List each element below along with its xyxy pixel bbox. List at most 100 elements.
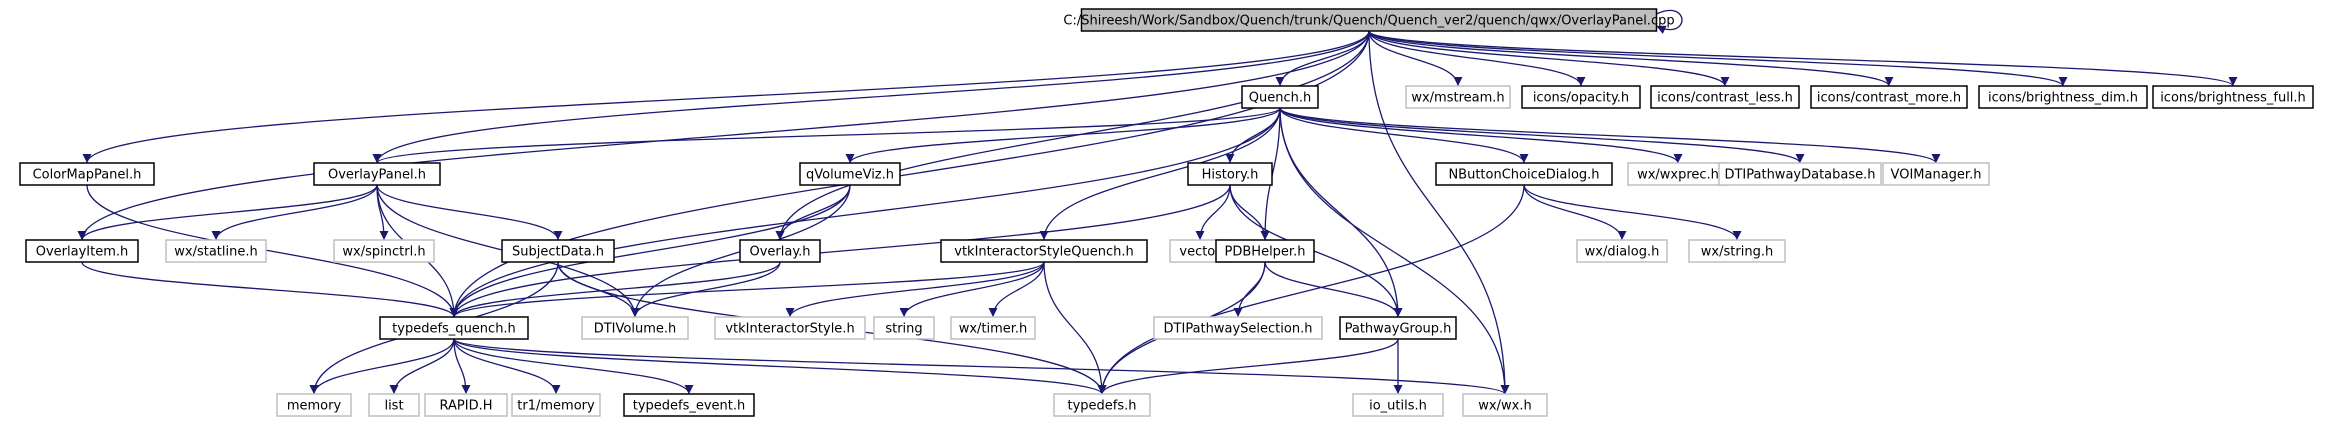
node-box xyxy=(1435,162,1613,186)
edge-vtkstylequench-to-vtkstyle xyxy=(785,261,1045,318)
node-label: Overlay.h xyxy=(749,245,810,260)
node-qvolumeviz[interactable]: qVolumeViz.h xyxy=(799,162,901,186)
node-label: typedefs_quench.h xyxy=(392,322,516,337)
node-subjectdata[interactable]: SubjectData.h xyxy=(501,239,615,263)
edge-root-self-loop xyxy=(1656,9,1683,34)
edge-overlay-to-dtivolume xyxy=(630,261,781,318)
node-box xyxy=(25,239,139,263)
node-box xyxy=(1810,85,1968,109)
node-label: icons/brightness_dim.h xyxy=(1988,91,2138,106)
edge-colormappanel-to-typedefs_quench xyxy=(86,184,459,318)
node-dtipathwaydb: DTIPathwayDatabase.h xyxy=(1718,162,1882,186)
edge-quench-to-history xyxy=(1225,107,1281,164)
node-box xyxy=(1153,316,1323,340)
node-history[interactable]: History.h xyxy=(1187,162,1273,186)
node-contrast-more[interactable]: icons/contrast_more.h xyxy=(1810,85,1968,109)
node-voimanager: VOIManager.h xyxy=(1882,162,1990,186)
node-vtkstylequench[interactable]: vtkInteractorStyleQuench.h xyxy=(940,239,1148,263)
node-brightness-dim[interactable]: icons/brightness_dim.h xyxy=(1978,85,2148,109)
edge-pathwaygroup-to-typedefs xyxy=(1097,338,1399,395)
edge-typedefs_quench-to-rapid xyxy=(453,338,471,395)
edge-qvolumeviz-to-typedefs_quench xyxy=(449,184,851,318)
node-pdbhelper[interactable]: PDBHelper.h xyxy=(1215,239,1315,263)
edge-nbutton-to-dialog xyxy=(1523,184,1627,241)
node-box xyxy=(1718,162,1882,186)
node-box xyxy=(1187,162,1273,186)
node-box xyxy=(1080,8,1658,32)
node-box xyxy=(623,393,755,417)
edge-quench-to-typedefs_quench xyxy=(449,107,1281,318)
node-box xyxy=(424,393,508,417)
node-wxh: wx/wx.h xyxy=(1462,393,1548,417)
node-label: icons/contrast_more.h xyxy=(1817,91,1961,106)
edge-nbutton-to-typedefs xyxy=(1097,184,1525,395)
node-label: vector xyxy=(1179,245,1221,260)
edge-quench-to-qvolumeviz xyxy=(845,107,1281,164)
node-typedefs-quench[interactable]: typedefs_quench.h xyxy=(379,316,529,340)
node-overlay[interactable]: Overlay.h xyxy=(739,239,821,263)
node-box xyxy=(1650,85,1800,109)
node-label: string xyxy=(885,322,922,337)
node-label: NButtonChoiceDialog.h xyxy=(1448,168,1599,183)
node-root[interactable]: C:/Shireesh/Work/Sandbox/Quench/trunk/Qu… xyxy=(1063,8,1675,32)
edge-typedefs_quench-to-wxh xyxy=(453,338,1510,395)
edge-root-to-brightness_full xyxy=(1368,30,2238,87)
node-box xyxy=(1053,393,1151,417)
edge-root-to-contrast_less xyxy=(1368,30,1730,87)
node-mstream: wx/mstream.h xyxy=(1405,85,1511,109)
node-contrast-less[interactable]: icons/contrast_less.h xyxy=(1650,85,1800,109)
edge-overlayitem-to-typedefs_quench xyxy=(81,261,459,318)
node-label: list xyxy=(384,399,403,414)
node-label: icons/brightness_full.h xyxy=(2160,91,2306,106)
edge-quench-to-vtkstylequench xyxy=(1039,107,1281,241)
node-label: RAPID.H xyxy=(440,399,493,414)
node-list: list xyxy=(368,393,420,417)
node-box xyxy=(276,393,352,417)
edge-typedefs_quench-to-typedefs_event xyxy=(453,338,694,395)
node-vtkstyle: vtkInteractorStyle.h xyxy=(714,316,866,340)
node-box xyxy=(1339,316,1457,340)
edge-quench-to-dtipathwaydb xyxy=(1279,107,1805,164)
node-spinctrl: wx/spinctrl.h xyxy=(333,239,435,263)
node-label: typedefs_event.h xyxy=(633,399,746,414)
node-typedefs-event[interactable]: typedefs_event.h xyxy=(623,393,755,417)
node-opacity[interactable]: icons/opacity.h xyxy=(1521,85,1641,109)
node-box xyxy=(1882,162,1990,186)
edge-root-to-overlaypanel_h xyxy=(372,30,1370,164)
edge-nbutton-to-wxstring xyxy=(1523,184,1742,241)
node-label: ColorMapPanel.h xyxy=(33,168,142,183)
node-box xyxy=(1978,85,2148,109)
node-colormappanel[interactable]: ColorMapPanel.h xyxy=(19,162,155,186)
edge-quench-to-wxh xyxy=(1279,107,1510,395)
node-label: memory xyxy=(287,399,342,414)
node-label: SubjectData.h xyxy=(512,245,604,260)
node-label: OverlayItem.h xyxy=(36,245,129,260)
node-label: wx/dialog.h xyxy=(1585,245,1660,260)
node-wxprec: wx/wxprec.h xyxy=(1627,162,1729,186)
node-label: wx/wxprec.h xyxy=(1637,168,1719,183)
node-quench[interactable]: Quench.h xyxy=(1241,85,1319,109)
node-label: tr1/memory xyxy=(517,399,595,414)
node-label: wx/mstream.h xyxy=(1411,91,1504,106)
node-brightness-full[interactable]: icons/brightness_full.h xyxy=(2152,85,2314,109)
node-box xyxy=(950,316,1036,340)
edge-vtkstylequench-to-typedefs_quench xyxy=(449,261,1045,318)
node-ioutils: io_utils.h xyxy=(1352,393,1444,417)
edge-typedefs_quench-to-typedefs xyxy=(453,338,1107,395)
node-pathwaygroup[interactable]: PathwayGroup.h xyxy=(1339,316,1457,340)
node-memory: memory xyxy=(276,393,352,417)
node-box xyxy=(714,316,866,340)
edge-overlaypanel_h-to-subjectdata xyxy=(376,184,563,241)
edge-root-to-colormappanel xyxy=(82,30,1370,164)
node-label: vtkInteractorStyle.h xyxy=(725,322,854,337)
node-overlayitem[interactable]: OverlayItem.h xyxy=(25,239,139,263)
node-label: wx/statline.h xyxy=(174,245,257,260)
node-label: typedefs.h xyxy=(1067,399,1136,414)
edge-typedefs_quench-to-memory xyxy=(309,338,455,395)
edge-overlaypanel_h-to-statline xyxy=(211,184,378,241)
node-nbutton[interactable]: NButtonChoiceDialog.h xyxy=(1435,162,1613,186)
node-box xyxy=(511,393,601,417)
node-overlaypanel-h[interactable]: OverlayPanel.h xyxy=(313,162,441,186)
edge-root-to-contrast_more xyxy=(1368,30,1894,87)
node-box xyxy=(1576,239,1668,263)
